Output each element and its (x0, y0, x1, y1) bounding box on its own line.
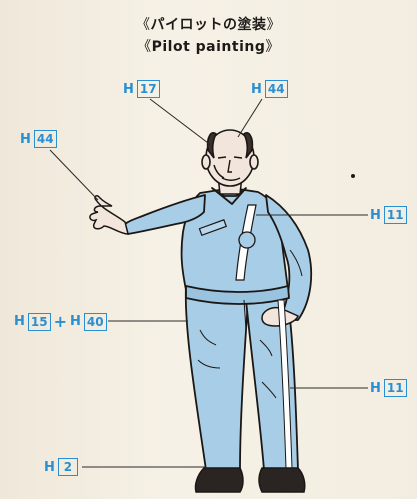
color-code-box: 11 (383, 379, 407, 397)
title-open-bracket: 《 (136, 17, 151, 33)
color-code-box: 44 (264, 80, 288, 98)
ear-right (249, 154, 259, 170)
callout-leg-stripe: H 11 (370, 379, 407, 397)
raised-hand (89, 195, 129, 235)
callout-prefix: H (44, 459, 55, 475)
callout-chest-stripe: H 11 (370, 206, 407, 224)
callout-head-right: H 44 (251, 80, 288, 98)
callout-suit: H 15 + H 40 (14, 312, 107, 331)
boot-right (258, 467, 306, 493)
color-code-box: 40 (83, 312, 107, 331)
title-english: 《Pilot painting》 (0, 36, 417, 56)
leader-hand (49, 149, 99, 201)
title-japanese: 《パイロットの塗装》 (0, 14, 417, 34)
ear-left (201, 154, 211, 170)
title-close-bracket: 》 (266, 17, 281, 33)
callout-prefix: H (370, 207, 381, 223)
plus-sign: + (53, 312, 67, 331)
callout-prefix: H (370, 380, 381, 396)
chest-badge (238, 231, 256, 249)
callout-prefix: H (123, 81, 134, 97)
color-code-box: 44 (33, 130, 57, 148)
callout-prefix: H (20, 131, 31, 147)
title-japanese-text: パイロットの塗装 (150, 17, 267, 33)
leader-head-right (237, 98, 263, 138)
chest-pocket (198, 219, 228, 237)
color-code-box: 17 (136, 80, 160, 98)
suit-belt (185, 285, 290, 305)
callout-prefix: H (14, 314, 25, 329)
callout-prefix: H (70, 314, 81, 329)
speck (351, 174, 355, 178)
title-close-bracket-en: 》 (265, 39, 280, 55)
callout-boots: H 2 (44, 458, 78, 476)
callout-head-left: H 17 (123, 80, 160, 98)
color-code-box: 11 (383, 206, 407, 224)
callout-prefix: H (251, 81, 262, 97)
suit-left-leg (184, 284, 249, 471)
callout-hand: H 44 (20, 130, 57, 148)
color-code-box: 2 (57, 458, 78, 476)
hair-right (243, 132, 254, 159)
boot-left (194, 467, 244, 493)
title-english-text: Pilot painting (151, 39, 266, 55)
leader-head-left (149, 98, 213, 147)
color-code-box: 15 (27, 312, 51, 331)
title-open-bracket-en: 《 (137, 39, 152, 55)
